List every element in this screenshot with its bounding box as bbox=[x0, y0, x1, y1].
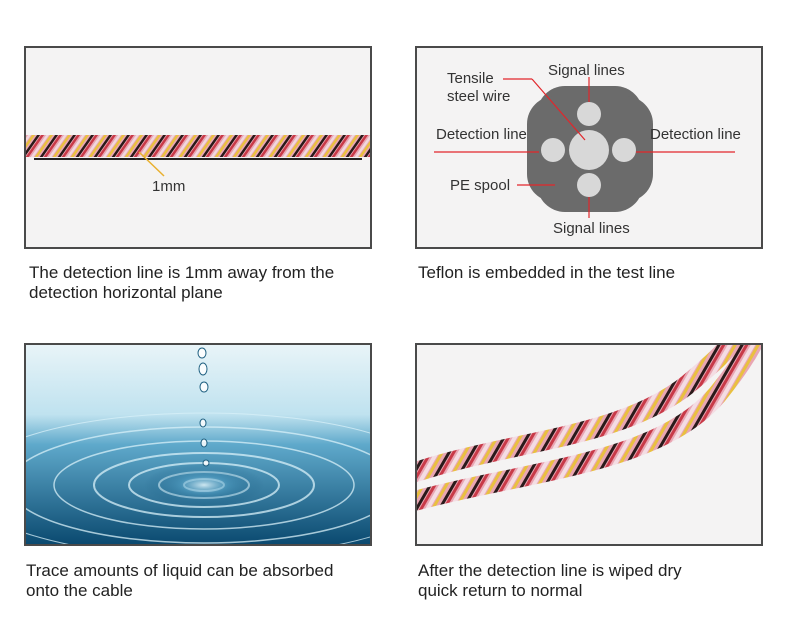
cable-strand-lower bbox=[417, 345, 761, 511]
cable-side-view: 1mm bbox=[26, 135, 370, 195]
coiled-cable-image bbox=[415, 343, 763, 546]
label-signal-lines-bottom: Signal lines bbox=[553, 220, 630, 237]
label-signal-lines-top: Signal lines bbox=[548, 62, 625, 79]
detection-line-left-dot bbox=[541, 138, 565, 162]
caption-teflon: Teflon is embedded in the test line bbox=[418, 263, 676, 282]
water-ripple-svg bbox=[26, 345, 370, 544]
cross-section-svg: Tensile steel wire Signal lines Detectio… bbox=[434, 62, 741, 237]
water-drops bbox=[197, 347, 210, 467]
measure-leader bbox=[138, 151, 165, 177]
label-pe-spool: PE spool bbox=[450, 177, 510, 194]
signal-line-top bbox=[577, 102, 601, 126]
leader-lines bbox=[434, 77, 735, 218]
cable-strand-upper bbox=[417, 345, 743, 483]
cross-section-diagram: Tensile steel wire Signal lines Detectio… bbox=[415, 46, 763, 249]
coiled-cable-svg bbox=[417, 345, 761, 511]
label-steel-wire: steel wire bbox=[447, 88, 510, 105]
label-detection-line-right: Detection line bbox=[650, 126, 741, 143]
label-tensile: Tensile bbox=[447, 70, 494, 87]
detection-line-right-dot bbox=[612, 138, 636, 162]
label-detection-line-left: Detection line bbox=[436, 126, 527, 143]
cable-distance-image: 1mm bbox=[24, 46, 372, 249]
water-ripple-image bbox=[24, 343, 372, 546]
caption-wiped-dry: After the detection line is wiped dry qu… bbox=[418, 561, 682, 600]
measure-label: 1mm bbox=[152, 178, 185, 195]
twisted-cable bbox=[26, 135, 370, 157]
signal-line-bottom bbox=[577, 173, 601, 197]
caption-liquid: Trace amounts of liquid can be absorbed … bbox=[26, 561, 334, 600]
center-steel-wire bbox=[569, 130, 609, 170]
caption-distance: The detection line is 1mm away from the … bbox=[29, 263, 335, 302]
